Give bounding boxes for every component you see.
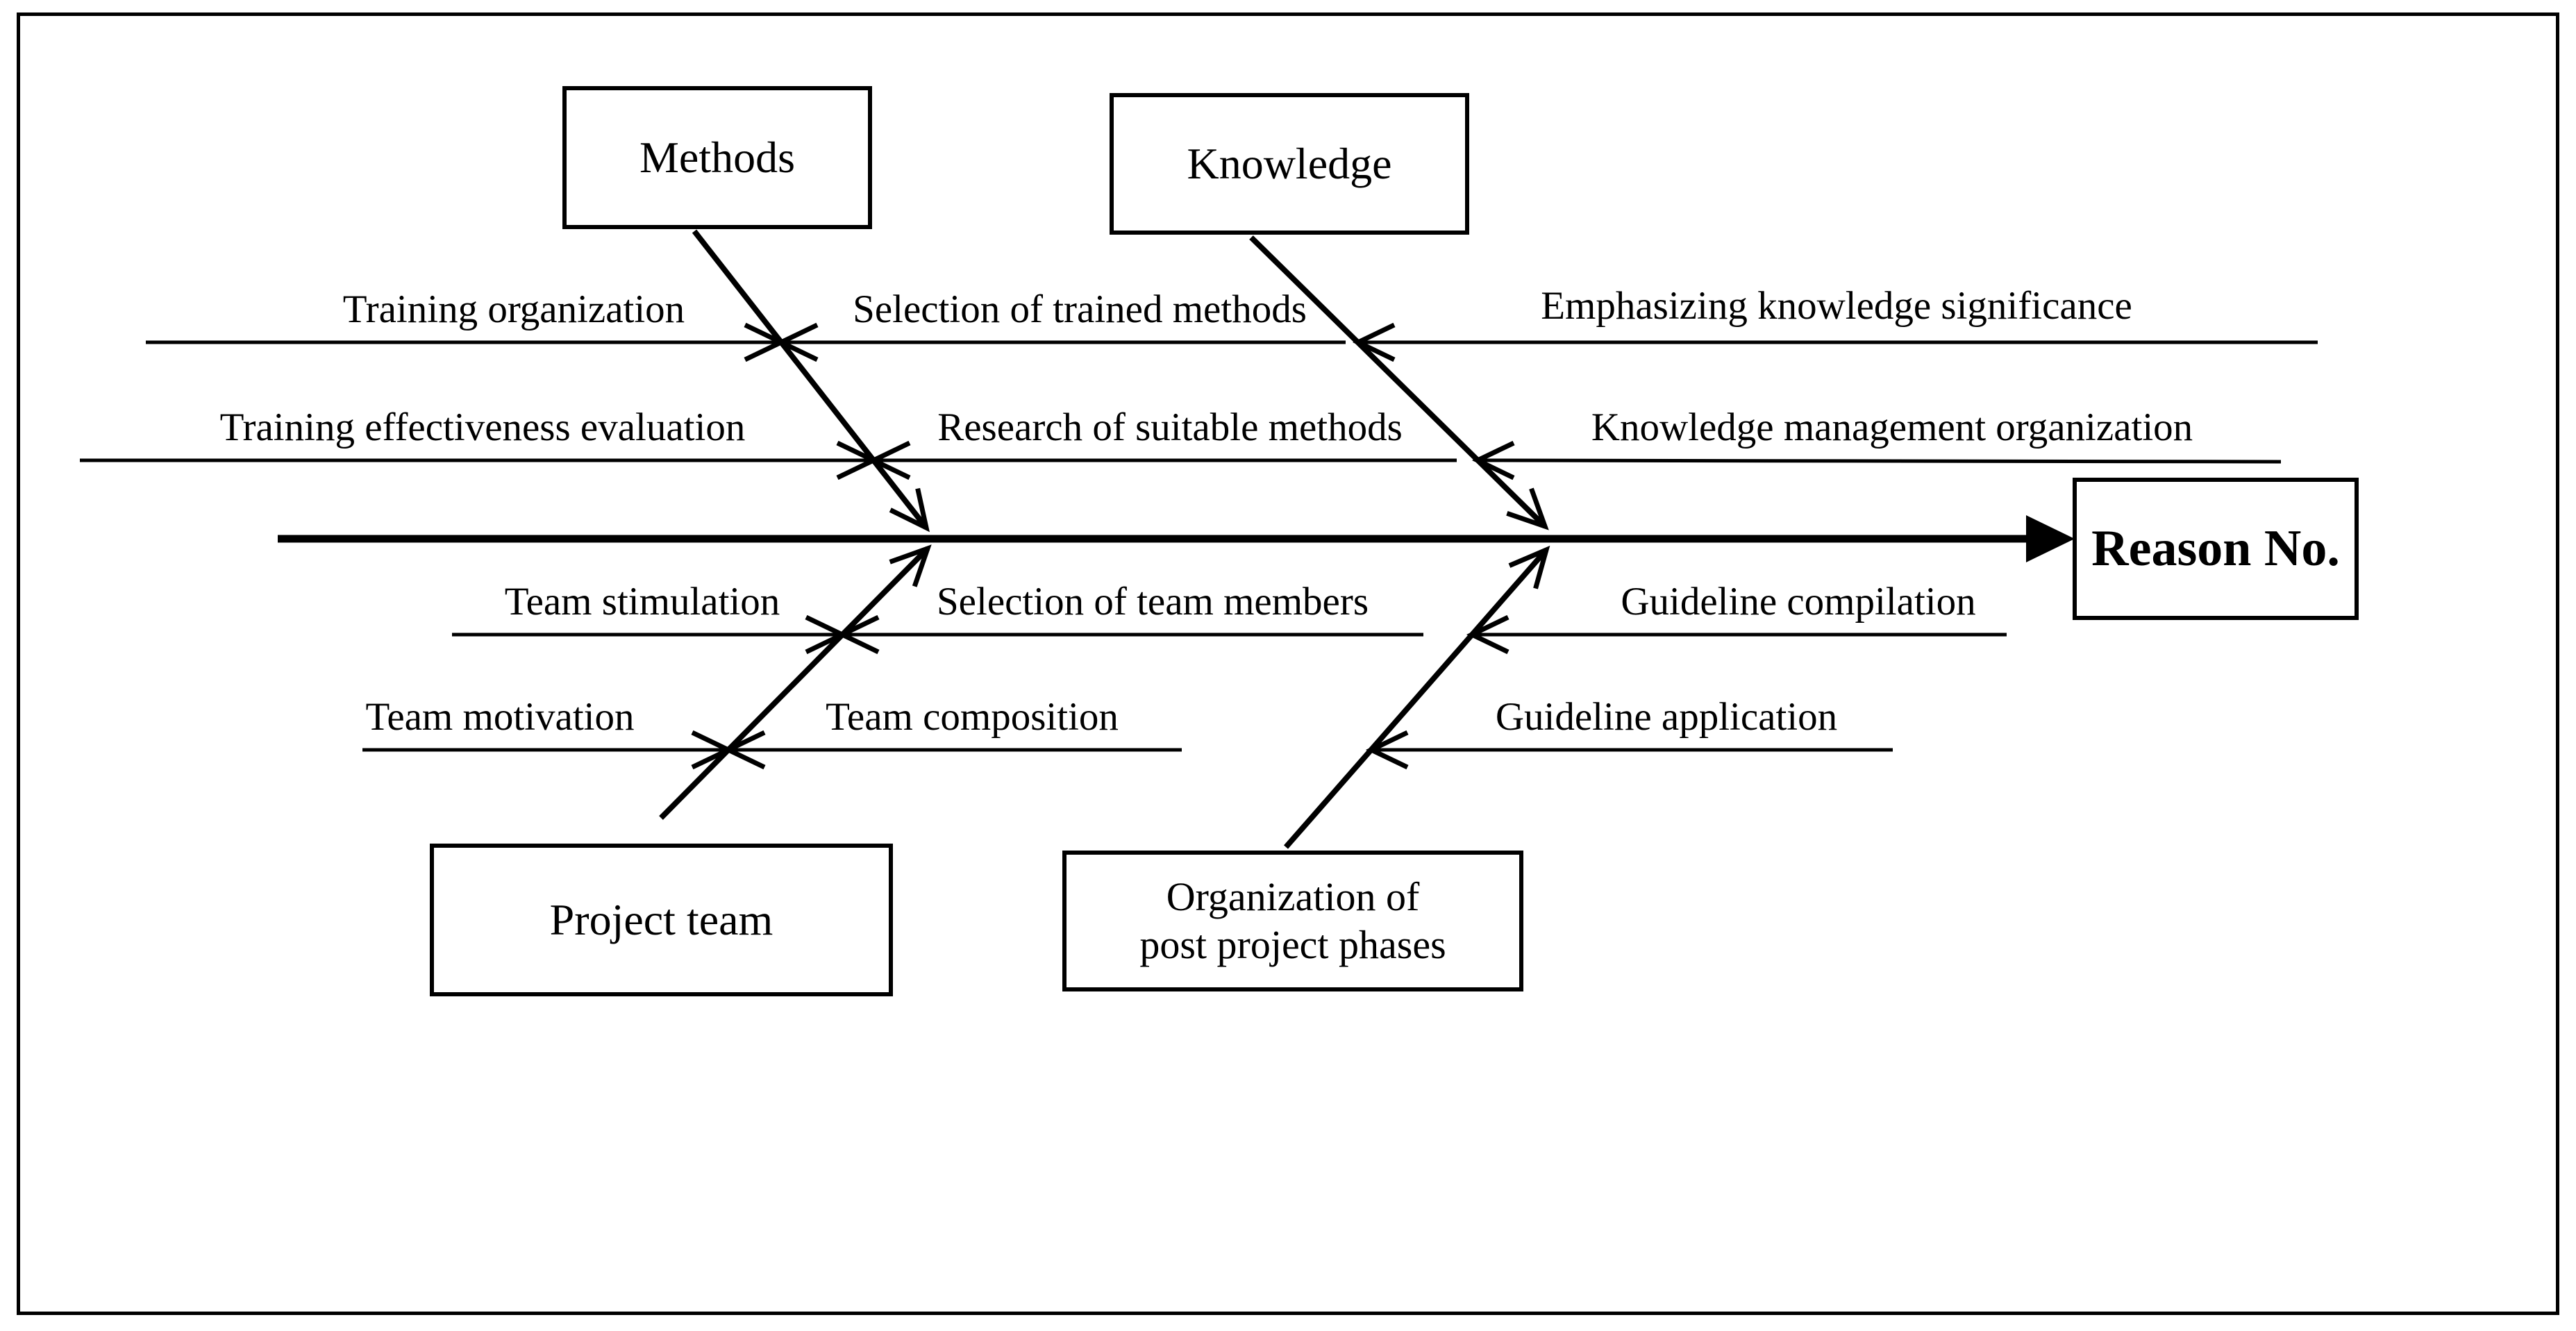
org-post-project-category-box: Organization of post project phases: [1062, 851, 1523, 991]
cause-label-guideline-compilation: Guideline compilation: [1621, 580, 1976, 623]
cause-label-selection-of-team-members: Selection of team members: [936, 580, 1369, 623]
cause-label-team-motivation: Team motivation: [365, 695, 635, 739]
cause-label-research-of-suitable-methods: Research of suitable methods: [937, 405, 1403, 449]
cause-line-knowledge-management-organization: [1471, 440, 2282, 480]
cause-label-selection-of-trained-methods: Selection of trained methods: [853, 287, 1307, 331]
cause-label-training-effectiveness-evaluation: Training effectiveness evaluation: [219, 405, 746, 449]
cause-label-training-organization: Training organization: [342, 287, 685, 331]
org-post-project-bone-line: [1283, 545, 1550, 849]
org-post-project-label-line2: post project phases: [1139, 921, 1446, 967]
cause-label-knowledge-management-organization: Knowledge management organization: [1591, 405, 2193, 449]
cause-label-team-stimulation: Team stimulation: [504, 580, 780, 623]
org-post-project-label-line1: Organization of: [1166, 874, 1420, 920]
methods-bone-line: [692, 229, 930, 533]
cause-label-team-composition: Team composition: [826, 695, 1119, 739]
reason-effect-box: Reason No.: [2073, 478, 2359, 620]
methods-category-box: Methods: [562, 86, 872, 229]
cause-label-emphasizing-knowledge-significance: Emphasizing knowledge significance: [1541, 284, 2132, 328]
methods-category-label: Methods: [639, 133, 795, 183]
project-team-category-label: Project team: [549, 895, 773, 945]
knowledge-bone-line: [1249, 235, 1549, 530]
reason-effect-label: Reason No.: [2091, 519, 2340, 577]
project-team-category-box: Project team: [430, 844, 893, 996]
knowledge-category-box: Knowledge: [1110, 93, 1469, 235]
knowledge-category-label: Knowledge: [1187, 139, 1392, 189]
spine-arrowhead-icon: [2026, 515, 2075, 562]
project-team-bone-line: [659, 544, 932, 820]
cause-label-guideline-application: Guideline application: [1495, 695, 1838, 739]
outer-border: [17, 12, 2559, 1315]
